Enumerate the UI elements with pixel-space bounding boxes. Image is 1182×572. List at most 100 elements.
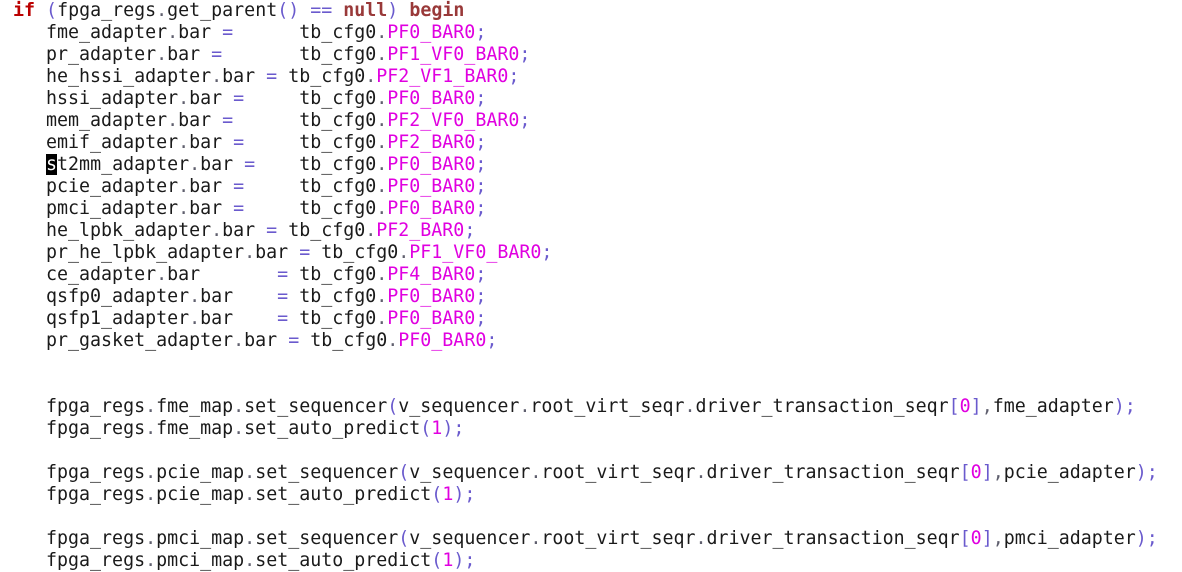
code-token: ]: [981, 462, 993, 483]
code-token: 1: [431, 418, 443, 439]
code-line-1[interactable]: if (fpga_regs.get_parent() == null) begi…: [2, 0, 1182, 22]
code-line-13[interactable]: ce_adapter.bar = tb_cfg0.PF4_BAR0;: [2, 264, 1182, 286]
code-line-26[interactable]: fpga_regs.pmci_map.set_auto_predict(1);: [2, 550, 1182, 572]
code-token: ,: [981, 396, 993, 417]
code-token: bar: [189, 198, 234, 219]
code-token: (: [398, 462, 410, 483]
code-token: );: [442, 418, 465, 439]
code-token: bar: [189, 88, 234, 109]
code-token: tb_cfg0: [288, 264, 377, 285]
code-line-23[interactable]: fpga_regs.pcie_map.set_auto_predict(1);: [2, 484, 1182, 506]
code-token: (: [398, 528, 410, 549]
code-token: PF0_BAR0: [387, 176, 476, 197]
code-token: =: [266, 220, 278, 241]
code-token: tb_cfg0: [299, 330, 388, 351]
code-line-8[interactable]: st2mm_adapter.bar = tb_cfg0.PF0_BAR0;: [2, 154, 1182, 176]
code-token: .: [695, 462, 707, 483]
code-token: .: [244, 462, 256, 483]
code-token: tb_cfg0: [244, 132, 377, 153]
code-line-10[interactable]: pmci_adapter.bar = tb_cfg0.PF0_BAR0;: [2, 198, 1182, 220]
code-token: tb_cfg0: [244, 198, 377, 219]
code-token: =: [211, 44, 223, 65]
code-token: tb_cfg0: [222, 44, 377, 65]
code-token: ;: [475, 286, 487, 307]
code-token: bar: [189, 176, 234, 197]
code-line-9[interactable]: pcie_adapter.bar = tb_cfg0.PF0_BAR0;: [2, 176, 1182, 198]
code-token: pmci_map: [156, 550, 245, 571]
code-line-3[interactable]: pr_adapter.bar = tb_cfg0.PF1_VF0_BAR0;: [2, 44, 1182, 66]
code-line-25[interactable]: fpga_regs.pmci_map.set_sequencer(v_seque…: [2, 528, 1182, 550]
code-token: PF1_VF0_BAR0: [409, 242, 542, 263]
code-token: pmci_adapter: [2, 198, 179, 219]
code-token: (): [277, 0, 300, 21]
code-token: PF0_BAR0: [387, 88, 476, 109]
code-line-22[interactable]: fpga_regs.pcie_map.set_sequencer(v_seque…: [2, 462, 1182, 484]
code-token: .: [211, 220, 223, 241]
code-token: PF2_BAR0: [376, 220, 465, 241]
code-token: [: [959, 528, 971, 549]
code-line-21[interactable]: [2, 440, 1182, 462]
code-line-12[interactable]: pr_he_lpbk_adapter.bar = tb_cfg0.PF1_VF0…: [2, 242, 1182, 264]
code-line-15[interactable]: qsfp1_adapter.bar = tb_cfg0.PF0_BAR0;: [2, 308, 1182, 330]
code-token: ;: [541, 242, 553, 263]
code-token: qsfp0_adapter: [2, 286, 190, 307]
code-token: ;: [475, 22, 487, 43]
code-token: set_sequencer: [244, 396, 388, 417]
code-token: bar: [222, 220, 267, 241]
code-line-2[interactable]: fme_adapter.bar = tb_cfg0.PF0_BAR0;: [2, 22, 1182, 44]
code-token: PF4_BAR0: [387, 264, 476, 285]
code-token: bar: [200, 308, 278, 329]
code-token: ;: [486, 330, 498, 351]
code-token: PF2_BAR0: [387, 132, 476, 153]
code-token: PF0_BAR0: [398, 330, 487, 351]
code-token: [299, 0, 310, 21]
code-token: );: [1135, 462, 1158, 483]
code-token: emif_adapter: [2, 132, 179, 153]
code-token: bar: [178, 110, 223, 131]
code-line-5[interactable]: hssi_adapter.bar = tb_cfg0.PF0_BAR0;: [2, 88, 1182, 110]
code-token: );: [453, 484, 476, 505]
code-token: if: [13, 0, 36, 21]
code-token: bar: [178, 22, 223, 43]
code-token: fpga_regs: [2, 462, 146, 483]
code-token: =: [299, 242, 311, 263]
code-token: =: [233, 198, 245, 219]
code-token: pmci_adapter: [1003, 528, 1136, 549]
code-token: tb_cfg0: [310, 242, 399, 263]
code-token: .: [244, 550, 256, 571]
code-line-24[interactable]: [2, 506, 1182, 528]
code-token: .: [145, 418, 157, 439]
code-line-18[interactable]: [2, 374, 1182, 396]
code-token: tb_cfg0: [233, 110, 377, 131]
code-line-16[interactable]: pr_gasket_adapter.bar = tb_cfg0.PF0_BAR0…: [2, 330, 1182, 352]
code-line-11[interactable]: he_lpbk_adapter.bar = tb_cfg0.PF2_BAR0;: [2, 220, 1182, 242]
code-token: [398, 0, 409, 21]
code-line-4[interactable]: he_hssi_adapter.bar = tb_cfg0.PF2_VF1_BA…: [2, 66, 1182, 88]
code-token: .: [156, 0, 168, 21]
code-line-17[interactable]: [2, 352, 1182, 374]
code-token: null: [343, 0, 388, 21]
code-token: [2, 0, 13, 21]
code-token: PF2_VF0_BAR0: [387, 110, 520, 131]
code-token: .: [365, 66, 377, 87]
code-line-14[interactable]: qsfp0_adapter.bar = tb_cfg0.PF0_BAR0;: [2, 286, 1182, 308]
code-token: bar: [255, 242, 300, 263]
code-token: .: [387, 330, 399, 351]
code-token: .: [376, 44, 388, 65]
code-token: fme_map: [156, 396, 234, 417]
code-line-20[interactable]: fpga_regs.fme_map.set_auto_predict(1);: [2, 418, 1182, 440]
code-token: .: [156, 264, 168, 285]
code-token: t2mm_adapter: [57, 154, 190, 175]
code-token: );: [453, 550, 476, 571]
code-line-7[interactable]: emif_adapter.bar = tb_cfg0.PF2_BAR0;: [2, 132, 1182, 154]
code-token: =: [222, 110, 234, 131]
code-token: .: [530, 462, 542, 483]
code-line-6[interactable]: mem_adapter.bar = tb_cfg0.PF2_VF0_BAR0;: [2, 110, 1182, 132]
code-token: root_virt_seqr: [541, 528, 696, 549]
code-token: set_auto_predict: [244, 418, 421, 439]
code-token: .: [211, 66, 223, 87]
code-token: [: [959, 462, 971, 483]
code-line-19[interactable]: fpga_regs.fme_map.set_sequencer(v_sequen…: [2, 396, 1182, 418]
